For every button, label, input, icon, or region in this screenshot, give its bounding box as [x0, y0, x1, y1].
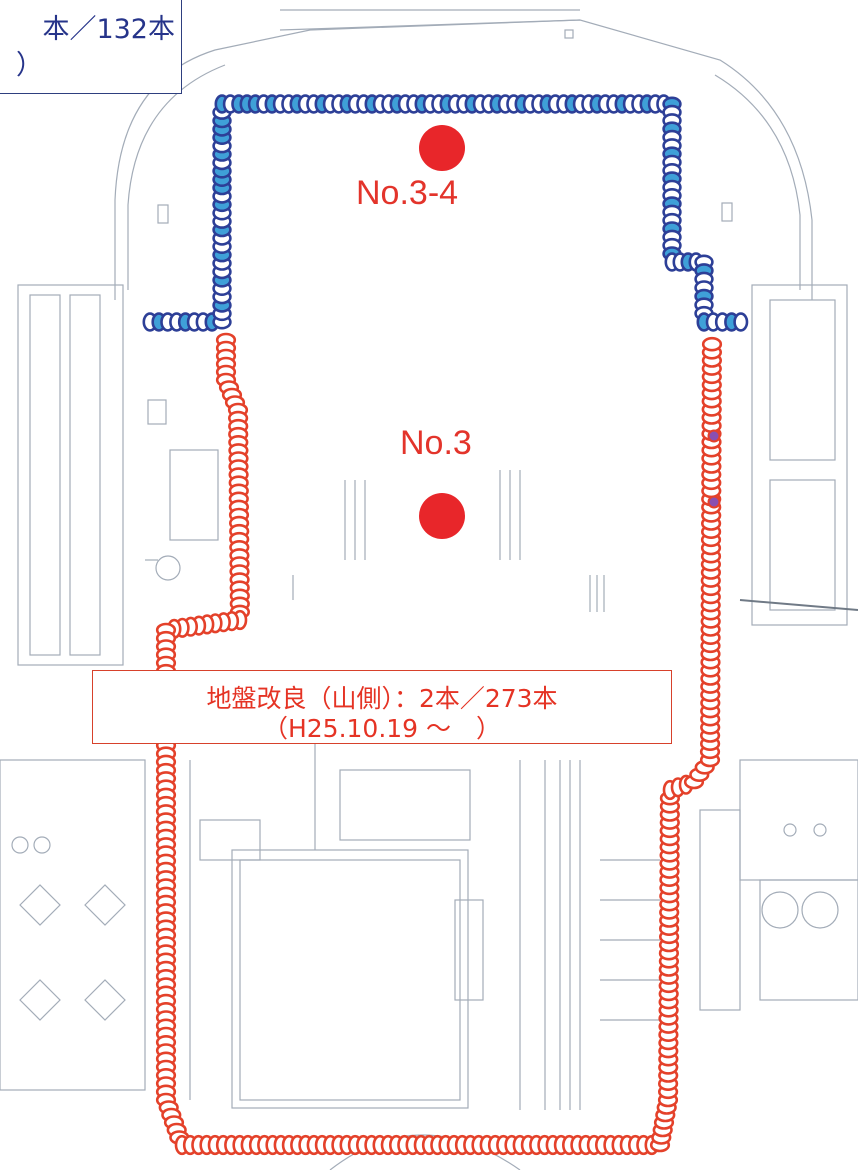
pile-ring [733, 312, 749, 332]
callout-top-line1: 本／132本 [42, 14, 175, 45]
pile-ring [701, 336, 723, 352]
ground-improvement-piles-red [155, 332, 723, 1156]
callout-top-left: 本／132本 ） [0, 0, 182, 94]
callout-ground-line2: （H25.10.19 ～ ） [262, 714, 502, 743]
marker-no3-4 [419, 125, 465, 171]
callout-top-line2: ） [16, 50, 43, 81]
label-no3: No.3 [400, 424, 472, 462]
seawall-piles-blue [142, 94, 749, 332]
pile-ring-improved [707, 495, 721, 509]
callout-ground-improvement: 地盤改良（山側）：2本／273本 （H25.10.19 ～ ） [92, 670, 672, 744]
callout-ground-line1: 地盤改良（山側）：2本／273本 [206, 684, 558, 713]
marker-no3 [419, 493, 465, 539]
label-no3-4: No.3-4 [356, 174, 459, 212]
pile-ring-improved [707, 429, 721, 443]
